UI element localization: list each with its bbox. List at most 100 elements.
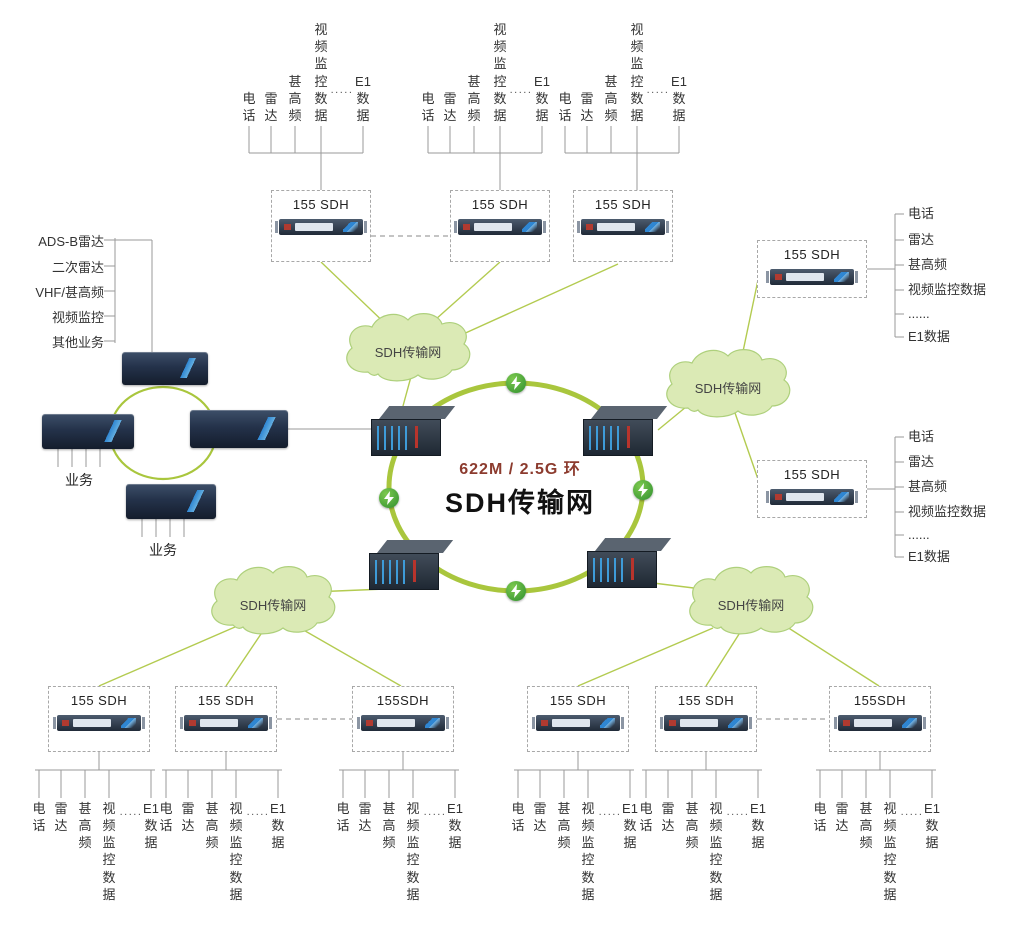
device-display xyxy=(474,223,512,231)
device-display xyxy=(552,719,590,727)
sdh-box-label: 155 SDH xyxy=(70,693,128,708)
sdh-equipment-image xyxy=(454,219,546,235)
sdh-box-label: 155SDH xyxy=(376,693,430,708)
device-led xyxy=(843,720,850,726)
channel-label: 视频监控数据 xyxy=(883,801,897,902)
sdh-terminal-box: 155 SDH xyxy=(757,240,867,298)
channel-label: 雷达 xyxy=(443,90,457,123)
device-logo xyxy=(522,222,537,232)
channel-label: 雷达 xyxy=(908,454,935,469)
device-logo xyxy=(902,718,917,728)
ellipsis-label: ..... xyxy=(646,84,670,96)
device-logo xyxy=(600,718,615,728)
sdh-ring-node-device xyxy=(371,406,456,456)
device-led xyxy=(284,224,291,230)
device-led xyxy=(669,720,676,726)
device-display xyxy=(786,273,824,281)
service-label-other: 其他业务 xyxy=(51,335,104,350)
device-led xyxy=(775,494,782,500)
device-display xyxy=(680,719,718,727)
device-display xyxy=(200,719,238,727)
channel-label: 电话 xyxy=(639,801,653,834)
channel-label: 视频监控数据 xyxy=(406,801,420,902)
device-display xyxy=(786,493,824,501)
service-label-video: 视频监控 xyxy=(51,310,104,325)
sdh-equipment-image xyxy=(53,715,145,731)
channel-label: 甚高频 xyxy=(685,801,699,851)
device-led xyxy=(62,720,69,726)
service-label-secondary-radar: 二次雷达 xyxy=(51,260,104,275)
cloud-label-bottom-left: SDH传输网 xyxy=(239,598,307,613)
channel-label: 雷达 xyxy=(264,90,278,123)
channel-label: 雷达 xyxy=(181,801,195,834)
sdh-ring-node-device xyxy=(369,540,454,590)
channel-label: 甚高频 xyxy=(908,257,948,272)
channel-label: 电话 xyxy=(32,801,46,834)
sdh-terminal-box: 155 SDH xyxy=(175,686,277,752)
service-label-adsb-radar: ADS-B雷达 xyxy=(38,234,104,249)
channel-label: 雷达 xyxy=(580,90,594,123)
ellipsis-label: ..... xyxy=(246,806,270,818)
sdh-terminal-box: 155 SDH xyxy=(527,686,629,752)
channel-label: 电话 xyxy=(813,801,827,834)
link-lightning-icon xyxy=(506,581,526,601)
business-label: 业务 xyxy=(65,472,93,488)
ellipsis-label: ..... xyxy=(330,84,354,96)
channel-label: 甚高频 xyxy=(908,479,948,494)
channel-label: 雷达 xyxy=(661,801,675,834)
link-lightning-icon xyxy=(633,480,653,500)
business-label: 业务 xyxy=(149,542,177,558)
ring-title: 622M / 2.5G 环 SDH传输网 xyxy=(397,455,643,520)
link-lightning-icon xyxy=(379,488,399,508)
channel-label: 电话 xyxy=(159,801,173,834)
cloud-label-top: SDH传输网 xyxy=(374,345,442,360)
device-logo xyxy=(425,718,440,728)
device-logo xyxy=(121,718,136,728)
channel-label: 甚高频 xyxy=(557,801,571,851)
device-logo xyxy=(728,718,743,728)
device-display xyxy=(854,719,892,727)
channel-label: 视频监控数据 xyxy=(908,282,987,297)
sdh-box-label: 155 SDH xyxy=(197,693,255,708)
device-led xyxy=(463,224,470,230)
device-display xyxy=(295,223,333,231)
sdh-equipment-image xyxy=(577,219,669,235)
ellipsis-label: ..... xyxy=(900,806,924,818)
channel-label: 甚高频 xyxy=(859,801,873,851)
channel-label: 电话 xyxy=(908,429,935,444)
sdh-box-label: 155 SDH xyxy=(292,197,350,212)
sdh-box-label: 155 SDH xyxy=(677,693,735,708)
left-site-device xyxy=(126,484,216,519)
cloud-label-right: SDH传输网 xyxy=(694,381,762,396)
channel-label: E1数据 xyxy=(270,801,286,851)
gray-bus-lines xyxy=(35,126,936,798)
device-led xyxy=(775,274,782,280)
sdh-terminal-box: 155 SDH xyxy=(573,190,673,262)
device-logo xyxy=(834,272,849,282)
dashed-equipment-links xyxy=(277,235,829,720)
channel-label: 视频监控数据 xyxy=(581,801,595,902)
channel-label: 雷达 xyxy=(835,801,849,834)
channel-label: 视频监控数据 xyxy=(493,22,507,123)
channel-label: 视频监控数据 xyxy=(908,504,987,519)
channel-label: 电话 xyxy=(421,90,435,123)
device-logo xyxy=(248,718,263,728)
channel-label: E1数据 xyxy=(671,73,687,123)
service-label-vhf: VHF/甚高频 xyxy=(35,285,104,300)
sdh-box-label: 155 SDH xyxy=(549,693,607,708)
link-lightning-icon xyxy=(506,373,526,393)
channel-label: 甚高频 xyxy=(382,801,396,851)
device-display xyxy=(377,719,415,727)
ring-network-label: SDH传输网 xyxy=(444,488,595,518)
sdh-equipment-image xyxy=(766,489,858,505)
channel-label: 电话 xyxy=(336,801,350,834)
sdh-terminal-box: 155 SDH xyxy=(450,190,550,262)
channel-label: 电话 xyxy=(511,801,525,834)
device-led xyxy=(541,720,548,726)
cloud-label-bottom-right: SDH传输网 xyxy=(717,598,785,613)
ring-capacity-label: 622M / 2.5G 环 xyxy=(459,461,581,478)
sdh-equipment-image xyxy=(660,715,752,731)
channel-label: 甚高频 xyxy=(604,73,618,123)
sdh-box-label: 155 SDH xyxy=(594,197,652,212)
left-site-device xyxy=(122,352,208,385)
